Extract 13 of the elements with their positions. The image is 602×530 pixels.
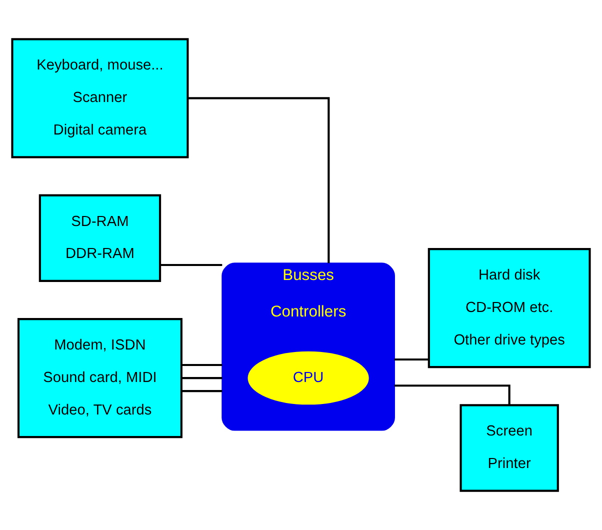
connector (182, 390, 222, 392)
node-box: Keyboard, mouse... Scanner Digital camera (11, 38, 189, 158)
node-box: Modem, ISDN Sound card, MIDI Video, TV cards (17, 318, 182, 438)
connector (394, 384, 510, 406)
connector (188, 97, 330, 264)
connector (182, 364, 222, 366)
connector (394, 358, 429, 361)
node-ellipse: CPU (248, 351, 369, 405)
connector (182, 377, 222, 380)
node-box: Screen Printer (460, 404, 559, 492)
node-box: SD-RAM DDR-RAM (38, 194, 162, 282)
connector (160, 264, 222, 266)
node-box: Hard disk CD-ROM etc. Other drive types (428, 248, 591, 368)
